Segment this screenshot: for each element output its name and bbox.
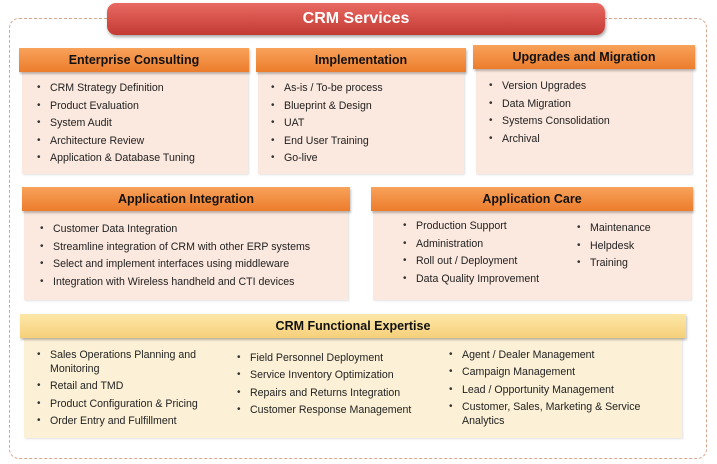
list-item: Architecture Review <box>34 134 244 148</box>
list-item: Service Inventory Optimization <box>234 368 439 382</box>
list-item: Blueprint & Design <box>268 99 460 113</box>
list-item: Data Migration <box>486 97 686 111</box>
application-integration-header: Application Integration <box>22 187 350 211</box>
upgrades-migration-header: Upgrades and Migration <box>473 45 695 69</box>
list-item: Roll out / Deployment <box>400 254 575 268</box>
list-item: Application & Database Tuning <box>34 151 244 165</box>
list-item: Order Entry and Fulfillment <box>34 414 229 428</box>
enterprise-consulting-header: Enterprise Consulting <box>19 48 249 72</box>
application-care-list-right: Maintenance Helpdesk Training <box>574 221 689 274</box>
page-title: CRM Services <box>107 3 605 35</box>
application-care-header: Application Care <box>371 187 693 211</box>
list-item: Data Quality Improvement <box>400 272 575 286</box>
functional-expertise-col1: Sales Operations Planning and Monitoring… <box>34 348 229 432</box>
list-item: Maintenance <box>574 221 689 235</box>
implementation-list: As-is / To-be process Blueprint & Design… <box>268 81 460 169</box>
list-item: Customer Data Integration <box>37 222 347 236</box>
list-item: Streamline integration of CRM with other… <box>37 240 347 254</box>
list-item: Integration with Wireless handheld and C… <box>37 275 347 289</box>
implementation-header: Implementation <box>256 48 466 72</box>
list-item: Product Evaluation <box>34 99 244 113</box>
enterprise-consulting-list: CRM Strategy Definition Product Evaluati… <box>34 81 244 169</box>
upgrades-migration-list: Version Upgrades Data Migration Systems … <box>486 79 686 149</box>
list-item: Select and implement interfaces using mi… <box>37 257 347 271</box>
list-item: Field Personnel Deployment <box>234 351 439 365</box>
list-item: Systems Consolidation <box>486 114 686 128</box>
list-item: Archival <box>486 132 686 146</box>
list-item: Retail and TMD <box>34 379 229 393</box>
list-item: Administration <box>400 237 575 251</box>
functional-expertise-col3: Agent / Dealer Management Campaign Manag… <box>446 348 671 432</box>
list-item: Lead / Opportunity Management <box>446 383 671 397</box>
functional-expertise-col2: Field Personnel Deployment Service Inven… <box>234 351 439 421</box>
list-item: As-is / To-be process <box>268 81 460 95</box>
list-item: Agent / Dealer Management <box>446 348 671 362</box>
functional-expertise-header: CRM Functional Expertise <box>20 314 686 338</box>
list-item: Repairs and Returns Integration <box>234 386 439 400</box>
list-item: End User Training <box>268 134 460 148</box>
application-integration-list: Customer Data Integration Streamline int… <box>37 222 347 292</box>
application-care-list-left: Production Support Administration Roll o… <box>400 219 575 289</box>
list-item: CRM Strategy Definition <box>34 81 244 95</box>
list-item: Production Support <box>400 219 575 233</box>
list-item: Version Upgrades <box>486 79 686 93</box>
list-item: Training <box>574 256 689 270</box>
list-item: System Audit <box>34 116 244 130</box>
list-item: Sales Operations Planning and Monitoring <box>34 348 229 376</box>
list-item: Helpdesk <box>574 239 689 253</box>
list-item: Go-live <box>268 151 460 165</box>
list-item: Customer, Sales, Marketing & Service Ana… <box>446 400 671 428</box>
list-item: Product Configuration & Pricing <box>34 397 229 411</box>
list-item: Campaign Management <box>446 365 671 379</box>
list-item: UAT <box>268 116 460 130</box>
list-item: Customer Response Management <box>234 403 439 417</box>
